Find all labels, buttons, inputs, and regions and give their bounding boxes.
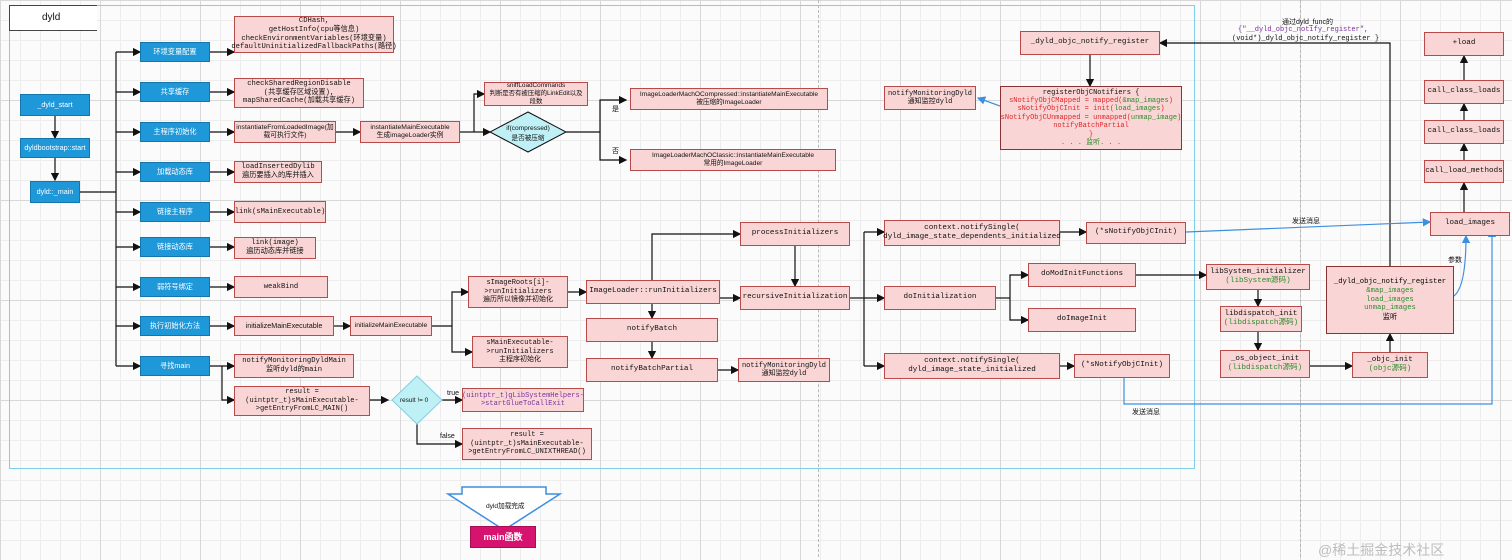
reg-line-partial: notifyBatchPartial — [1053, 122, 1129, 131]
reg-line-mapped: sNotifyObjCMapped = mapped(&map_images) — [1009, 97, 1173, 106]
dyld-tab[interactable] — [9, 5, 97, 31]
os-object-src: (libdispatch源码) — [1227, 364, 1303, 372]
dyldbootstrap-start-node[interactable]: dyldbootstrap::start — [20, 138, 90, 158]
main-exec-run-initializers[interactable]: sMainExecutable- >runInitializers 主程序初始化 — [472, 336, 568, 368]
objc-init[interactable]: _objc_init (objc源码) — [1352, 352, 1428, 378]
compressed-decision-label: if(compressed) 是否被压缩 — [506, 125, 550, 142]
notify-single-initialized[interactable]: context.notifySingle( dyld_image_state_i… — [884, 353, 1060, 379]
step-main-program-init[interactable]: 主程序初始化 — [140, 122, 210, 142]
notify-monitoring-dyld-top[interactable]: notifyMonitoringDyld 通知监控dyld — [884, 86, 976, 110]
call-note-2: {"__dyld_objc_notify_register", — [1238, 26, 1369, 34]
main-function[interactable]: main函数 — [470, 526, 536, 548]
step-shared-cache[interactable]: 共享缓存 — [140, 82, 210, 102]
libdispatch-src: (libdispatch源码) — [1223, 319, 1299, 327]
notify-batch[interactable]: notifyBatch — [586, 318, 718, 342]
step-link-main[interactable]: 链接主程序 — [140, 202, 210, 222]
libdispatch-init-name: libdispatch_init — [1224, 309, 1298, 318]
result-lc-main[interactable]: result = (uintptr_t)sMainExecutable- >ge… — [234, 386, 370, 416]
register-right-listen: 监听 — [1382, 311, 1398, 321]
step-weak-bind[interactable]: 弱符号绑定 — [140, 277, 210, 297]
link-main-detail[interactable]: link(sMainExecutable) — [234, 201, 326, 223]
call-note-3: (void*)_dyld_objc_notify_register } — [1232, 35, 1380, 43]
step-find-main[interactable]: 寻找main — [140, 356, 210, 376]
do-mod-init-functions[interactable]: doModInitFunctions — [1028, 263, 1136, 287]
dyld-start-node[interactable]: _dyld_start — [20, 94, 90, 116]
register-objc-notifiers[interactable]: registerObjCNotifiers { sNotifyObjCMappe… — [1000, 86, 1182, 150]
image-roots-run-initializers[interactable]: sImageRoots[i]- >runInitializers 遍历所以镜像并… — [468, 276, 568, 308]
param-label: 参数 — [1448, 257, 1462, 264]
call-class-loads-2[interactable]: call_class_loads — [1424, 120, 1504, 144]
recursive-initialization[interactable]: recursiveInitialization — [740, 286, 850, 310]
find-main-detail[interactable]: notifyMonitoringDyldMain 监听dyld的main — [234, 354, 354, 378]
dyld-objc-notify-register-top[interactable]: _dyld_objc_notify_register — [1020, 31, 1160, 55]
dyld-main-node[interactable]: dyld::_main — [30, 181, 80, 203]
glue-call: gLibSystemHelpers- >startGlueToCallExit — [480, 391, 584, 408]
dyld-container — [9, 5, 1195, 469]
dyld-objc-notify-register-right[interactable]: _dyld_objc_notify_register &map_images l… — [1326, 266, 1454, 334]
yes-label: 是 — [612, 106, 619, 113]
start-glue-to-call-exit[interactable]: (uintptr_t)gLibSystemHelpers- >startGlue… — [462, 388, 584, 412]
main-program-init-detail[interactable]: instantiateFromLoadedImage(加 载可执行文件) — [234, 121, 336, 143]
step-load-dylibs[interactable]: 加载动态库 — [140, 162, 210, 182]
notify-batch-partial[interactable]: notifyBatchPartial — [586, 358, 718, 382]
reg-close: } — [1088, 130, 1094, 139]
env-config-detail[interactable]: CDHash, getHostInfo(cpu等信息) checkEnviron… — [231, 16, 397, 53]
send-message-label-1: 发送消息 — [1292, 218, 1320, 225]
libsystem-src: (libSystem源码) — [1225, 277, 1291, 285]
plus-load[interactable]: +load — [1424, 32, 1504, 56]
sNotifyObjCInit-2[interactable]: (*sNotifyObjCInit) — [1074, 354, 1170, 378]
process-initializers[interactable]: processInitializers — [740, 222, 850, 246]
send-message-label-2: 发送消息 — [1132, 409, 1160, 416]
notify-monitoring-dyld-bottom[interactable]: notifyMonitoringDyld 通知监控dyld — [738, 358, 830, 382]
result-lc-unixthread[interactable]: result = (uintptr_t)sMainExecutable- >ge… — [462, 428, 592, 460]
libsystem-initializer[interactable]: libSystem_initializer (libSystem源码) — [1206, 264, 1310, 290]
os-object-init-name: _os_object_init — [1230, 354, 1300, 363]
initialize-main-detail[interactable]: initializeMainExecutable — [234, 316, 334, 336]
step-env-config[interactable]: 环境变量配置 — [140, 42, 210, 62]
dyld-done-label: dyld加载完成 — [486, 503, 525, 510]
compressed-decision — [488, 111, 568, 153]
os-object-init[interactable]: _os_object_init (libdispatch源码) — [1220, 350, 1310, 378]
call-class-loads-1[interactable]: call_class_loads — [1424, 80, 1504, 104]
libdispatch-init[interactable]: libdispatch_init (libdispatch源码) — [1220, 306, 1302, 332]
result-decision — [391, 375, 443, 425]
load-images-node[interactable]: load_images — [1430, 212, 1510, 236]
link-dylibs-detail[interactable]: link(image) 遍历动态库并链接 — [234, 237, 316, 259]
imageloader-run-initializers[interactable]: ImageLoader::runInitializers — [586, 280, 720, 304]
diagram-title: dyld — [42, 12, 61, 23]
reg-listen: . . . 监听. . . — [1060, 138, 1122, 147]
sniff-load-commands[interactable]: sniffLoadCommands 判断是否有被压缩的LinkEdit以及 段数 — [484, 82, 588, 106]
step-link-dylibs[interactable]: 链接动态库 — [140, 237, 210, 257]
reg-title: registerObjCNotifiers { — [1042, 88, 1140, 97]
notify-single-dependents[interactable]: context.notifySingle( dyld_image_state_d… — [883, 220, 1061, 246]
do-initialization[interactable]: doInitialization — [884, 286, 996, 310]
objc-src: (objc源码) — [1368, 365, 1412, 373]
classic-loader[interactable]: ImageLoaderMachOClassic::instantiateMain… — [630, 149, 836, 171]
libsystem-init-name: libSystem_initializer — [1210, 267, 1306, 276]
objc-init-name: _objc_init — [1367, 355, 1413, 364]
initialize-main-executable-node[interactable]: initializeMainExecutable — [350, 316, 432, 336]
load-dylibs-detail[interactable]: loadInsertedDylib 遍历要插入的库并插入 — [234, 161, 322, 183]
glue-type: (uintptr_t) — [462, 391, 509, 400]
true-label: true — [447, 390, 460, 397]
register-right-args: &map_images load_images unmap_images — [1364, 287, 1416, 313]
weak-bind-detail[interactable]: weakBind — [234, 276, 328, 298]
call-note-1: 通过dyld_func的 — [1282, 19, 1333, 26]
call-load-methods[interactable]: call_load_methods — [1424, 160, 1504, 183]
reg-line-unmapped: sNotifyObjCUnmapped = unmapped(unmap_ima… — [1000, 113, 1182, 122]
reg-line-init: sNotifyObjCInit = init(load_images) — [1017, 105, 1165, 114]
watermark: @稀土掘金技术社区 — [1318, 542, 1445, 558]
step-run-initializers[interactable]: 执行初始化方法 — [140, 316, 210, 336]
shared-cache-detail[interactable]: checkSharedRegionDisable (共享缓存区域设置), map… — [234, 78, 364, 108]
false-label: false — [440, 433, 455, 440]
register-right-name: _dyld_objc_notify_register — [1333, 278, 1447, 287]
instantiate-main-executable[interactable]: instantiateMainExecutable 生成imageLoader实… — [360, 121, 460, 143]
guide-line — [818, 0, 819, 557]
dyld-done-arrow — [445, 486, 563, 531]
no-label: 否 — [612, 148, 619, 155]
sNotifyObjCInit-1[interactable]: (*sNotifyObjCInit) — [1086, 222, 1186, 244]
compressed-loader[interactable]: ImageLoaderMachOCompressed::instantiateM… — [630, 88, 828, 110]
result-decision-label: result != 0 — [400, 397, 429, 404]
do-image-init[interactable]: doImageInit — [1028, 308, 1136, 332]
